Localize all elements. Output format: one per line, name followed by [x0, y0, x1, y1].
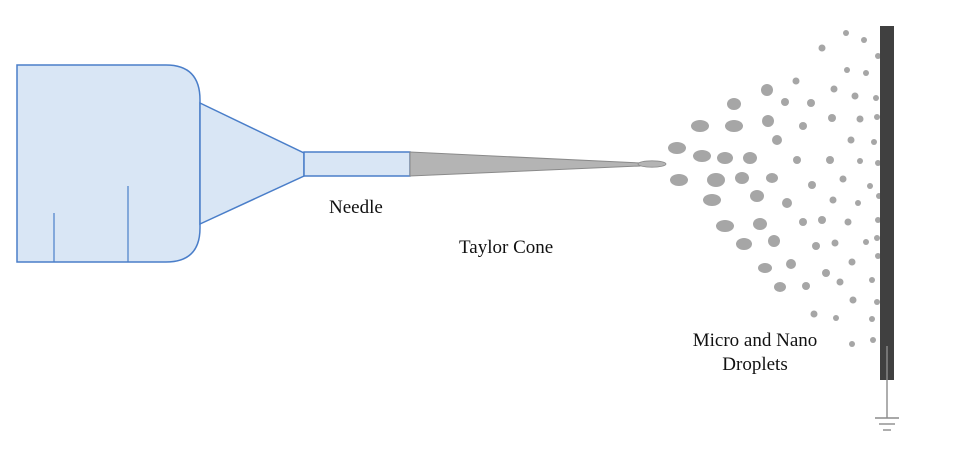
- droplet: [818, 44, 826, 52]
- droplet: [793, 156, 801, 164]
- jet-tip-droplet: [637, 160, 667, 168]
- droplet: [792, 77, 800, 85]
- droplet: [691, 120, 709, 132]
- needle: [303, 151, 411, 177]
- droplet: [870, 337, 876, 343]
- droplet: [874, 114, 880, 120]
- droplet: [774, 282, 786, 292]
- droplet: [703, 194, 721, 206]
- droplet: [867, 183, 873, 189]
- droplet: [736, 238, 752, 250]
- needle-label: Needle: [329, 197, 383, 218]
- droplet: [670, 174, 688, 186]
- droplets-label-line1: Micro and Nano: [692, 330, 818, 351]
- droplet: [808, 181, 816, 189]
- droplet: [762, 115, 774, 127]
- droplet: [782, 198, 792, 208]
- droplet: [807, 99, 815, 107]
- droplet: [843, 30, 849, 36]
- droplet: [822, 269, 830, 277]
- droplets-label-line2: Droplets: [722, 354, 788, 375]
- droplet: [874, 299, 880, 305]
- droplet: [761, 84, 773, 96]
- droplet: [851, 92, 859, 100]
- droplet: [725, 120, 743, 132]
- droplet: [668, 142, 686, 154]
- droplet: [839, 175, 847, 183]
- droplet: [831, 239, 839, 247]
- droplet: [829, 196, 837, 204]
- droplet: [818, 216, 826, 224]
- droplet: [847, 136, 855, 144]
- droplet: [799, 218, 807, 226]
- droplet: [810, 310, 818, 318]
- droplet: [717, 152, 733, 164]
- droplet: [848, 258, 856, 266]
- droplet: [781, 98, 789, 106]
- droplet: [826, 156, 834, 164]
- droplet: [875, 253, 881, 259]
- droplet: [869, 277, 875, 283]
- droplet: [812, 242, 820, 250]
- droplet: [869, 316, 875, 322]
- droplet: [849, 341, 855, 347]
- droplet: [849, 296, 857, 304]
- taylor-cone: [409, 151, 641, 177]
- droplet: [828, 114, 836, 122]
- droplet: [873, 95, 879, 101]
- ground-symbol-icon: [875, 346, 899, 431]
- droplet: [836, 278, 844, 286]
- droplet: [833, 315, 839, 321]
- droplets-label: Micro and Nano Droplets: [684, 329, 826, 377]
- droplet: [772, 135, 782, 145]
- syringe-tip: [199, 101, 305, 226]
- droplet: [743, 152, 757, 164]
- droplet: [766, 173, 778, 183]
- droplet: [874, 235, 880, 241]
- droplet: [855, 200, 861, 206]
- droplet: [875, 217, 881, 223]
- droplet: [707, 173, 725, 187]
- droplet: [844, 67, 850, 73]
- droplet: [758, 263, 772, 273]
- collector-plate-icon: [880, 26, 894, 380]
- droplet: [802, 282, 810, 290]
- droplet: [875, 53, 881, 59]
- droplet-spray: [668, 30, 882, 347]
- droplet: [693, 150, 711, 162]
- droplet: [863, 239, 869, 245]
- droplet: [768, 235, 780, 247]
- droplet: [871, 139, 877, 145]
- droplet: [786, 259, 796, 269]
- syringe-barrel: [16, 64, 201, 263]
- droplet: [716, 220, 734, 232]
- droplet: [753, 218, 767, 230]
- droplet: [799, 122, 807, 130]
- droplet: [844, 218, 852, 226]
- droplet: [750, 190, 764, 202]
- droplet: [875, 160, 881, 166]
- droplet: [863, 70, 869, 76]
- taylor-cone-label: Taylor Cone: [459, 237, 554, 258]
- droplet: [861, 37, 867, 43]
- droplet: [857, 158, 863, 164]
- droplet: [856, 115, 864, 123]
- droplet: [727, 98, 741, 110]
- droplet: [735, 172, 749, 184]
- droplet: [830, 85, 838, 93]
